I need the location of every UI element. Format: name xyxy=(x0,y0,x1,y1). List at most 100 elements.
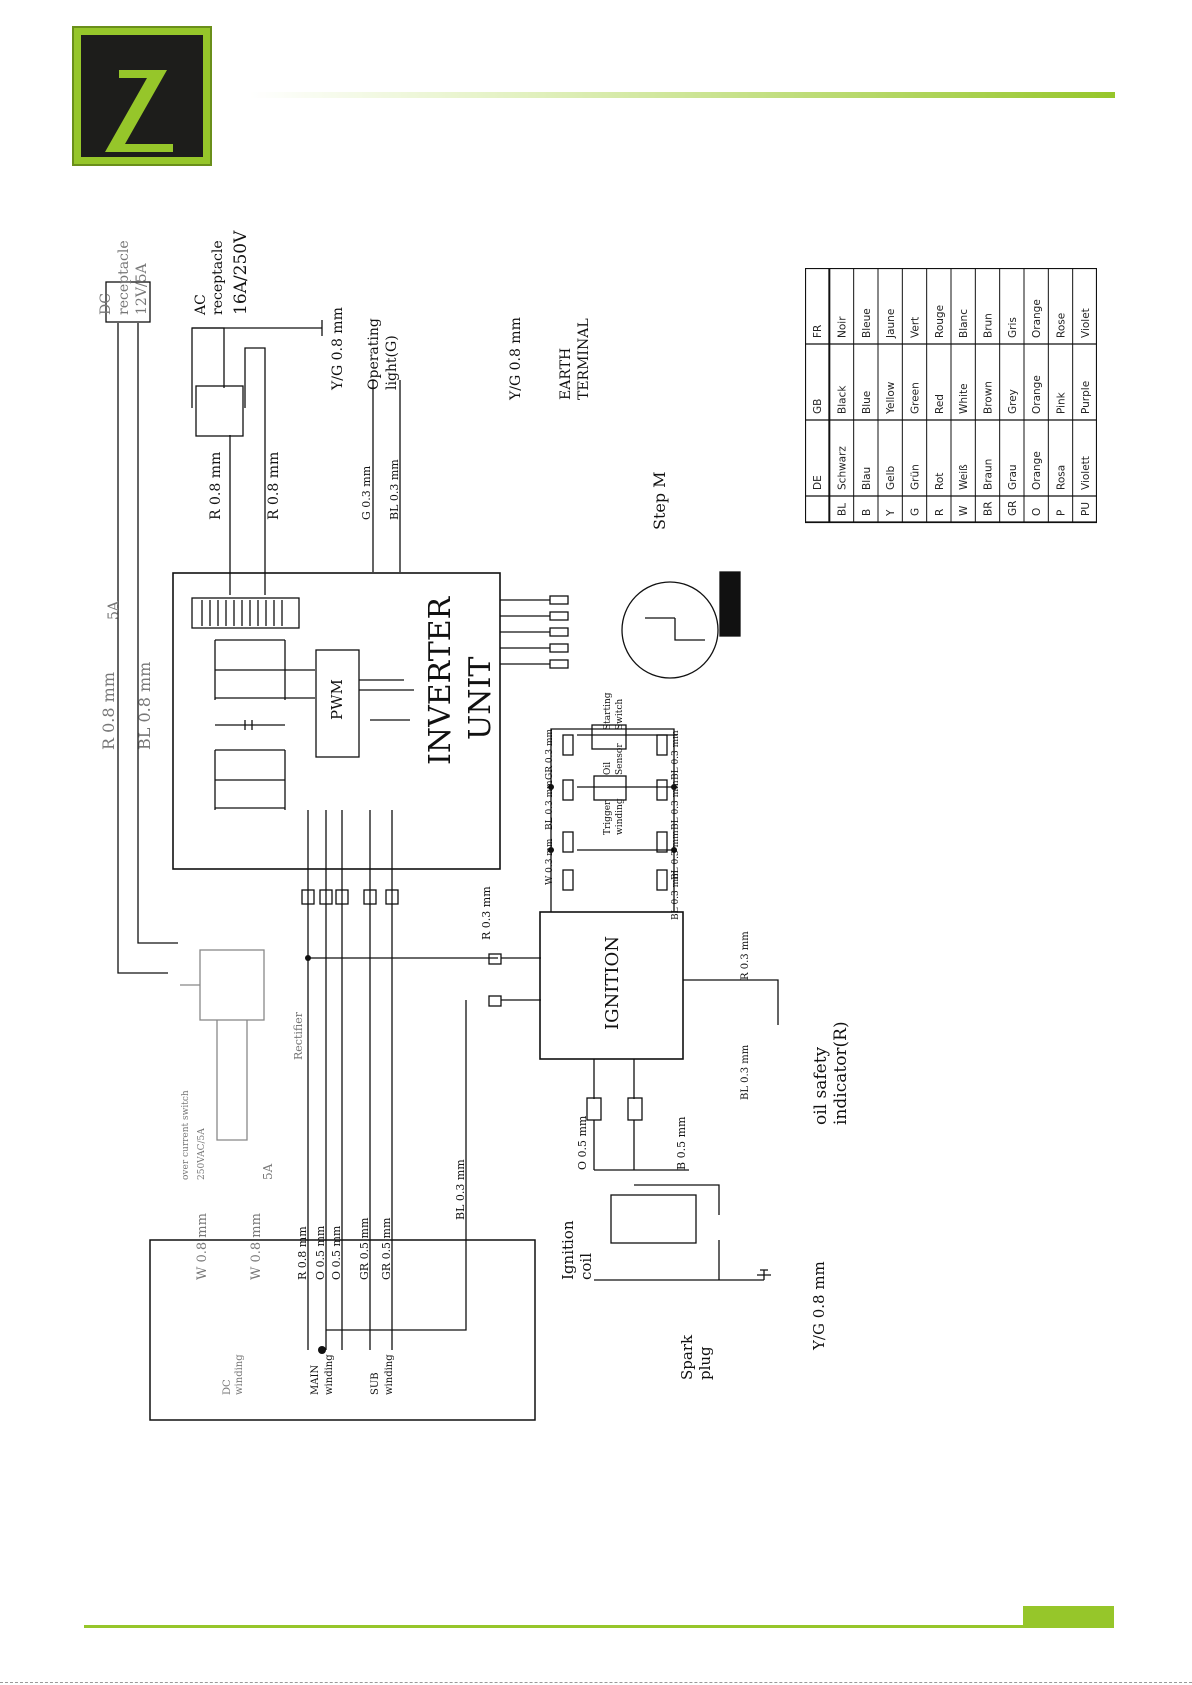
inverter-unit-label-2: UNIT xyxy=(463,657,498,740)
page-trim-line xyxy=(0,1682,1192,1684)
table-cell: Grey xyxy=(1007,389,1019,414)
dc-receptacle-rating: 12V/5A xyxy=(134,262,150,315)
dc-receptacle xyxy=(105,281,151,323)
page-number-tab xyxy=(1023,1606,1114,1628)
table-cell: Black xyxy=(837,385,849,414)
table-cell: White xyxy=(958,383,970,414)
wiring-diagram: DC receptacle 12V/5A AC receptacle 16A/2… xyxy=(98,230,851,1421)
table-cell: R xyxy=(934,509,946,516)
table-cell: O xyxy=(1031,508,1043,516)
over-current-switch-5a: 5A xyxy=(261,1163,275,1180)
ignition-coil xyxy=(610,1194,697,1244)
bl-wire-label-b2: BL 0.3 mm xyxy=(671,780,681,830)
table-cell: Orange xyxy=(1031,299,1043,338)
table-cell: Blau xyxy=(861,467,873,490)
dc-w-wire-label-2: W 0.8 mm xyxy=(249,1213,264,1280)
ac-earth-wire-label: Y/G 0.8 mm xyxy=(330,307,346,391)
b-wire-label: B 0.5 mm xyxy=(675,1116,688,1170)
ac-receptacle-label: AC xyxy=(193,294,209,316)
main-o-wire-label-1: O 0.5 mm xyxy=(314,1225,327,1280)
ignition-r-wire-label: R 0.3 mm xyxy=(480,886,493,940)
dc-r-wire-label: R 0.8 mm xyxy=(99,672,118,750)
table-cell: Orange xyxy=(1031,451,1043,490)
w-wire-label-top: W 0.3 mm xyxy=(545,838,555,885)
dc-winding-label-2: winding xyxy=(234,1354,245,1395)
ac-receptacle-label-2: receptacle xyxy=(210,240,226,315)
dc-receptacle-label-2: receptacle xyxy=(116,240,132,315)
oil-sensor-label-2: Sensor xyxy=(615,743,625,775)
ignition-label: IGNITION xyxy=(602,936,623,1030)
sub-gr-wire-label-2: GR 0.5 mm xyxy=(380,1217,393,1280)
starting-switch-label-2: Switch xyxy=(615,699,625,730)
spark-plug-label: Spark xyxy=(678,1334,696,1380)
spark-earth-wire-label: Y/G 0.8 mm xyxy=(810,1261,828,1351)
footer-rule xyxy=(84,1625,1114,1628)
rectifier-label: Rectifier xyxy=(292,1011,305,1060)
bl-wire-label-b1: BL 0.3 mm xyxy=(671,730,681,780)
table-cell: Gelb xyxy=(885,465,897,490)
dc-bl-wire-label: BL 0.8 mm xyxy=(135,662,154,750)
table-cell: Jaune xyxy=(885,309,897,339)
dc-winding-label: DC xyxy=(222,1379,233,1395)
operating-light-label-2: light(G) xyxy=(384,335,400,390)
ac-r-wire-label-1: R 0.8 mm xyxy=(208,452,224,520)
oil-sensor xyxy=(593,775,627,801)
oil-sensor-label: Oil xyxy=(603,762,613,775)
table-cell: Schwarz xyxy=(837,446,849,490)
table-cell: Braun xyxy=(983,459,995,490)
gr-wire-label-top: GR 0.3 mm xyxy=(545,728,555,780)
table-cell: Bleue xyxy=(861,308,873,338)
operating-light-label: Operating xyxy=(366,318,382,390)
pwm-box xyxy=(315,649,360,758)
trigger-winding-label: Trigger xyxy=(603,800,613,835)
table-cell: Gris xyxy=(1007,317,1019,338)
step-motor-label: Step M xyxy=(650,471,669,530)
spark-plug-label-2: plug xyxy=(696,1346,714,1380)
dc-receptacle-label: DC xyxy=(98,293,114,315)
main-winding-label-2: winding xyxy=(324,1354,335,1395)
main-winding-label: MAIN xyxy=(310,1365,321,1395)
inverter-unit-label: INVERTER xyxy=(423,595,458,765)
sub-winding-label: SUB xyxy=(370,1372,381,1395)
pwm-label: PWM xyxy=(328,679,346,720)
ignition-coil-label: Ignition xyxy=(559,1220,577,1280)
table-cell: Blue xyxy=(861,391,873,414)
table-cell: BR xyxy=(983,502,995,517)
earth-wire-label: Y/G 0.8 mm xyxy=(508,317,524,401)
table-header-cell: DE xyxy=(812,475,824,490)
ignition-box xyxy=(539,911,684,1060)
diagram-labels: DC receptacle 12V/5A AC receptacle 16A/2… xyxy=(98,230,851,1395)
sub-winding-label-2: winding xyxy=(384,1354,395,1395)
dc-w-wire-label-1: W 0.8 mm xyxy=(195,1213,210,1280)
o-wire-label: O 0.5 mm xyxy=(576,1115,589,1170)
table-cell: Vert xyxy=(910,317,922,338)
earth-terminal-label-2: TERMINAL xyxy=(576,318,592,400)
starting-switch xyxy=(591,724,627,750)
step-motor xyxy=(621,581,719,679)
table-cell: Noir xyxy=(837,316,849,338)
table-cell: Pink xyxy=(1056,391,1068,414)
table-cell: PU xyxy=(1080,502,1092,516)
trigger-winding-label-2: winding xyxy=(615,798,625,835)
inverter-unit-box xyxy=(172,572,501,870)
table-cell: Brown xyxy=(983,381,995,414)
starting-switch-label: Starting xyxy=(603,692,613,730)
generator-outline xyxy=(149,1239,536,1421)
table-cell: B xyxy=(861,509,873,516)
table-cell: W xyxy=(958,505,970,516)
light-bl-wire-label: BL 0.3 mm xyxy=(388,459,401,520)
ignition-coil-label-2: coil xyxy=(577,1253,595,1280)
bl-wire-label-b3: BL 0.3 mm xyxy=(671,830,681,880)
oil-indicator-label-2: indicator(R) xyxy=(831,1021,851,1125)
table-cell: Blanc xyxy=(958,309,970,338)
table-cell: Purple xyxy=(1080,381,1092,414)
oil-indicator-label: oil safety xyxy=(811,1046,831,1125)
rectifier xyxy=(199,949,265,1021)
bl-wire-label-b4: BL 0.3 mm xyxy=(671,870,681,920)
dc-fuse-label: 5A xyxy=(106,600,122,620)
table-cell: P xyxy=(1056,510,1068,516)
table-cell: Grün xyxy=(910,464,922,490)
main-o-wire-label-2: O 0.5 mm xyxy=(330,1225,343,1280)
table-cell: Rot xyxy=(934,473,946,490)
